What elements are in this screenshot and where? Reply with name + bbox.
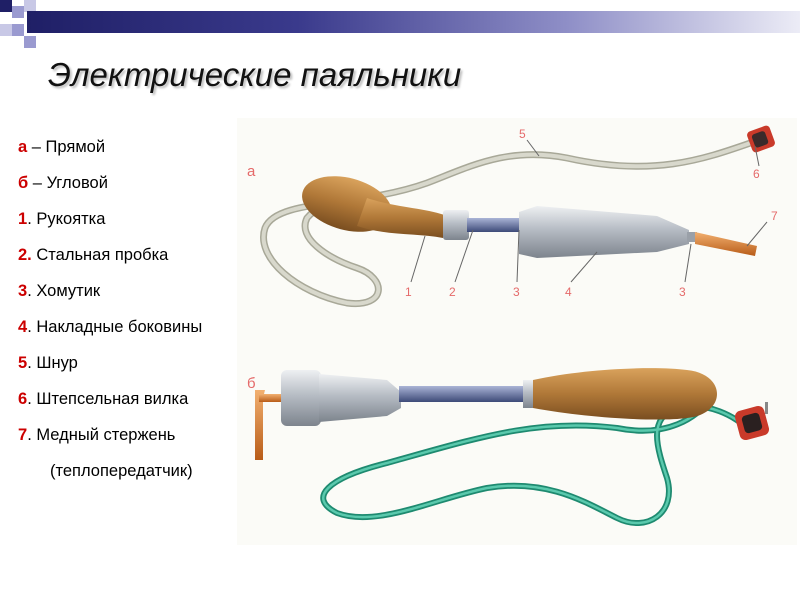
legend-key: 3 bbox=[18, 282, 28, 300]
legend-separator: . bbox=[27, 390, 37, 408]
legend-key: 4 bbox=[18, 318, 28, 336]
soldering-irons-illustration: а б 1 2 3 4 3 5 6 7 bbox=[237, 118, 797, 545]
legend-text: Шнур bbox=[36, 354, 78, 372]
legend-item: 1. Рукоятка bbox=[18, 210, 105, 229]
legend-item: 3. Хомутик bbox=[18, 282, 100, 301]
callout-2: 2 bbox=[449, 285, 456, 299]
legend-item: б – Угловой bbox=[18, 174, 108, 193]
legend-text: Медный стержень bbox=[36, 426, 176, 444]
callout-6: 6 bbox=[753, 167, 760, 181]
legend-text: Прямой bbox=[45, 138, 106, 156]
legend-key: 2. bbox=[18, 246, 32, 264]
iron-a bbox=[302, 176, 757, 258]
legend-key: 5 bbox=[18, 354, 28, 372]
legend-text: Рукоятка bbox=[36, 210, 106, 228]
legend-item: 5. Шнур bbox=[18, 354, 78, 373]
legend-item: 7. Медный стержень bbox=[18, 426, 175, 445]
legend-separator: . bbox=[27, 282, 37, 300]
callout-4: 4 bbox=[565, 285, 572, 299]
callout-5: 5 bbox=[519, 127, 526, 141]
plug-b bbox=[734, 402, 770, 441]
legend-text: Штепсельная вилка bbox=[36, 390, 189, 408]
legend-separator: . bbox=[27, 354, 37, 372]
iron-b bbox=[255, 368, 717, 460]
legend-key: б bbox=[18, 174, 29, 192]
callout-3: 3 bbox=[513, 285, 520, 299]
legend-key: 7 bbox=[18, 426, 28, 444]
legend-text: Угловой bbox=[46, 174, 108, 192]
legend-key: 6 bbox=[18, 390, 28, 408]
plug-a bbox=[747, 125, 775, 153]
legend-separator: . bbox=[27, 210, 37, 228]
legend-item: 4. Накладные боковины bbox=[18, 318, 202, 337]
slide-title: Электрические паяльники bbox=[48, 56, 462, 93]
legend-key: 1 bbox=[18, 210, 28, 228]
legend-text: Хомутик bbox=[36, 282, 101, 300]
legend-separator: . bbox=[27, 318, 37, 336]
legend-separator: – bbox=[28, 174, 47, 192]
legend-separator: – bbox=[27, 138, 46, 156]
header-bar bbox=[27, 11, 800, 33]
callout-leaders bbox=[410, 139, 768, 283]
callout-3b: 3 bbox=[679, 285, 686, 299]
legend-item: а – Прямой bbox=[18, 138, 105, 157]
figure-label-a: а bbox=[247, 163, 256, 180]
callout-7: 7 bbox=[771, 209, 778, 223]
legend-item: 2. Стальная пробка bbox=[18, 246, 168, 265]
legend-separator: . bbox=[27, 426, 37, 444]
legend-continuation: (теплопередатчик) bbox=[50, 462, 193, 480]
callout-1: 1 bbox=[405, 285, 412, 299]
soldering-irons-figure: а б 1 2 3 4 3 5 6 7 bbox=[237, 118, 797, 545]
legend-item: 6. Штепсельная вилка bbox=[18, 390, 188, 409]
legend-key: а bbox=[18, 138, 28, 156]
legend-text: Стальная пробка bbox=[36, 246, 169, 264]
legend-text: Накладные боковины bbox=[36, 318, 203, 336]
figure-label-b: б bbox=[247, 375, 256, 392]
